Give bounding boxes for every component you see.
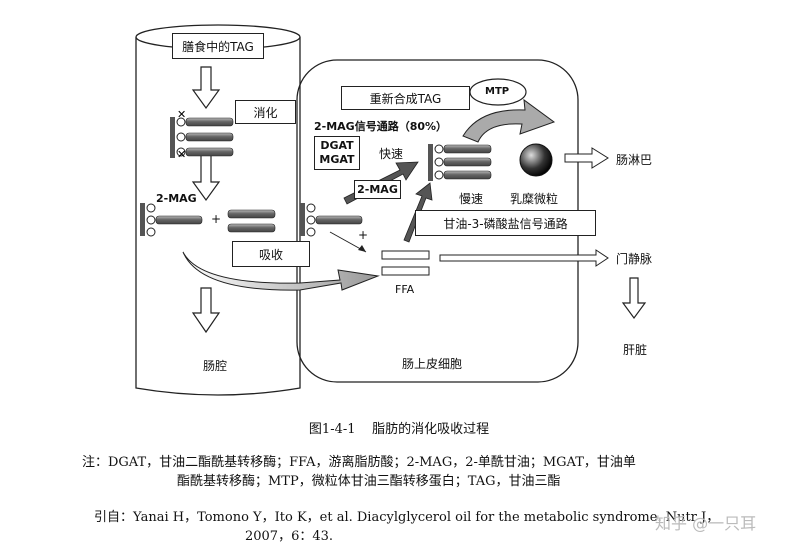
citation: 引自：Yanai H，Tomono Y，Ito K，et al. Diacylg… <box>94 508 734 546</box>
dgat-label: DGAT <box>320 139 354 152</box>
epithelial-cell-label: 肠上皮细胞 <box>402 357 463 371</box>
ffa-molecule-icon <box>381 250 430 276</box>
figure-number: 图1-4-1 <box>308 422 356 437</box>
2-mag-arrow-label: 2-MAG <box>357 183 398 196</box>
watermark: 知乎 @一只耳 <box>655 514 757 533</box>
abbreviation-note: 注：DGAT，甘油二酯酰基转移酶；FFA，游离脂肪酸；2-MAG，2-单酰甘油；… <box>82 453 732 491</box>
2-mag-membrane-icon <box>300 203 363 237</box>
resynthesis-label: 重新合成TAG <box>369 91 442 106</box>
dietary-tag-box: 膳食中的TAG <box>172 33 264 59</box>
2-mag-pathway-label: 2-MAG信号通路（80%） <box>314 120 448 133</box>
absorption-arrow-icon <box>182 251 380 291</box>
fast-label: 快速 <box>379 147 404 161</box>
svg-text:✕: ✕ <box>177 148 186 161</box>
absorption-label: 吸收 <box>258 247 283 262</box>
resynthesis-box: 重新合成TAG <box>341 86 470 110</box>
2-mag-molecule-icon <box>140 203 203 237</box>
slow-label: 慢速 <box>459 192 484 206</box>
figure-caption: 图1-4-1 脂肪的消化吸收过程 <box>0 418 798 437</box>
mtp-label: MTP <box>485 86 510 97</box>
2-mag-label: 2-MAG <box>156 192 197 205</box>
plus-sign: + <box>211 212 222 226</box>
plus-sign: + <box>358 228 369 242</box>
g3p-pathway-label: 甘油-3-磷酸盐信号通路 <box>443 216 568 231</box>
tag-molecule-icon: ✕ ✕ <box>170 108 234 161</box>
down-arrow-icon <box>191 66 647 334</box>
fatty-acids-icon <box>227 209 276 233</box>
mtp-transfer-arrow-icon <box>462 98 556 143</box>
note-line: 注：DGAT，甘油二酯酰基转移酶；FFA，游离脂肪酸；2-MAG，2-单酰甘油；… <box>82 455 636 470</box>
lumen-label: 肠腔 <box>203 359 228 373</box>
g3p-pathway-box: 甘油-3-磷酸盐信号通路 <box>415 210 596 236</box>
dietary-tag-label: 膳食中的TAG <box>182 39 254 54</box>
portal-vein-arrow-icon <box>439 249 609 267</box>
ffa-label: FFA <box>395 283 415 296</box>
portal-vein-label: 门静脉 <box>616 252 653 266</box>
absorption-box: 吸收 <box>232 241 310 267</box>
mgat-label: MGAT <box>319 153 355 166</box>
figure-title: 脂肪的消化吸收过程 <box>372 422 490 437</box>
lymph-arrow-icon <box>564 147 609 169</box>
svg-text:✕: ✕ <box>177 108 186 121</box>
note-line: 酯酰基转移酶；MTP，微粒体甘油三酯转移蛋白；TAG，甘油三酯 <box>177 474 561 489</box>
digestion-label: 消化 <box>253 105 278 120</box>
citation-line: 2007，6：43. <box>244 529 334 544</box>
digestion-box: 消化 <box>235 100 296 124</box>
chylomicron-label: 乳糜微粒 <box>510 192 559 206</box>
2-mag-arrow-box: 2-MAG <box>354 180 401 199</box>
liver-label: 肝脏 <box>623 343 648 357</box>
chylomicron-icon <box>519 143 553 177</box>
resynthesized-tag-icon <box>428 144 492 181</box>
citation-line: 引自：Yanai H，Tomono Y，Ito K，et al. Diacylg… <box>94 510 720 525</box>
mtp-ellipse <box>469 78 527 106</box>
intestinal-lumen-cylinder <box>135 24 301 396</box>
enzyme-box: DGAT MGAT <box>314 136 360 170</box>
lymph-label: 肠淋巴 <box>616 153 653 167</box>
